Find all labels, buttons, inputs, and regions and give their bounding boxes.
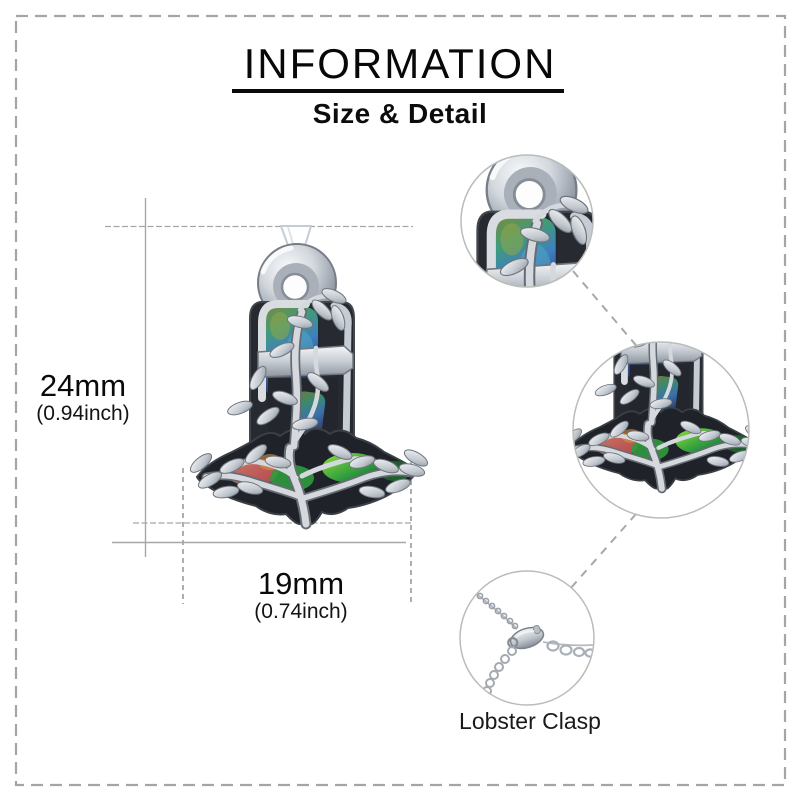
page-subtitle: Size & Detail	[312, 98, 488, 129]
connector-line-bail-to-hammer	[572, 270, 641, 351]
height-dimension-lines	[105, 198, 413, 557]
height-inch-value: (0.94inch)	[36, 402, 130, 425]
width-dimension-label: 19mm (0.74inch)	[221, 567, 381, 624]
clasp-label: Lobster Clasp	[459, 708, 601, 734]
chain-and-clasp-graphic	[473, 591, 594, 703]
width-inch-value: (0.74inch)	[254, 600, 348, 623]
height-dimension-label: 24mm (0.94inch)	[2, 369, 164, 426]
height-mm-value: 24mm	[39, 368, 127, 403]
detail-circle-hammer	[572, 341, 750, 519]
pendant-image	[188, 226, 431, 524]
frame-border	[14, 14, 787, 787]
page-title: INFORMATION	[243, 40, 557, 87]
detail-circle-bail	[460, 154, 594, 288]
detail-circle-clasp	[459, 570, 595, 706]
lobster-clasp-icon	[507, 624, 545, 650]
title-underline	[232, 89, 564, 93]
width-dimension-lines	[182, 462, 412, 604]
connector-line-hammer-to-clasp	[569, 513, 637, 590]
width-mm-value: 19mm	[257, 566, 345, 601]
